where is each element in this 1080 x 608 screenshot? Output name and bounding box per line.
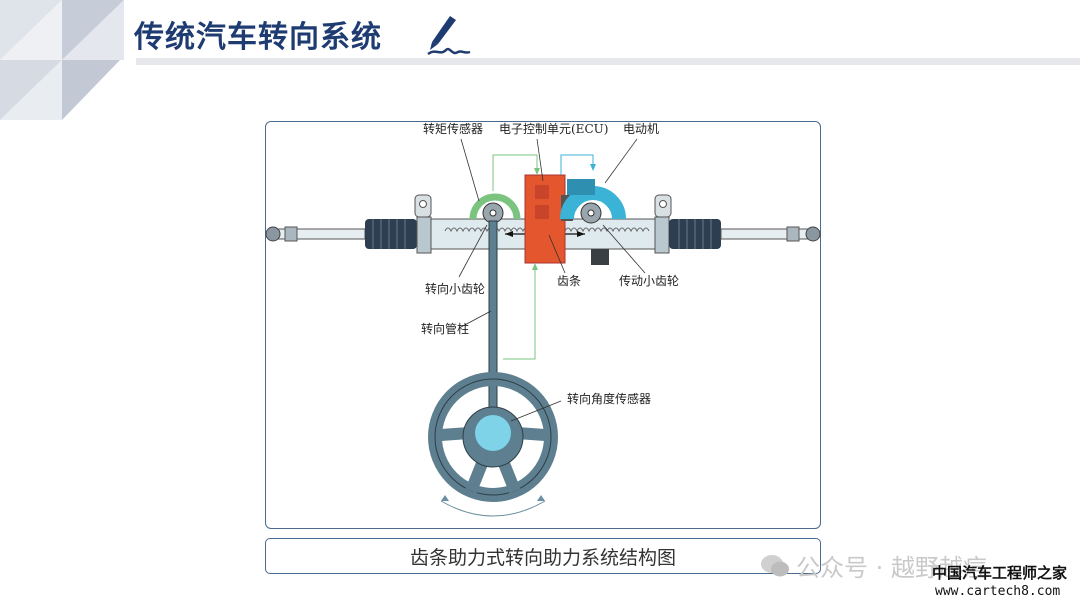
label-torque-sensor: 转矩传感器: [423, 121, 483, 136]
label-drive-pinion: 传动小齿轮: [619, 273, 679, 288]
site-url-watermark: www.cartech8.com: [935, 584, 1061, 599]
label-steering-pinion: 转向小齿轮: [425, 281, 485, 296]
title-divider: [136, 58, 1080, 65]
site-name-watermark: 中国汽车工程师之家: [932, 564, 1068, 582]
left-boot: [365, 219, 417, 249]
angle-sensor-hub: [475, 415, 511, 451]
label-motor: 电动机: [623, 122, 659, 136]
steering-column: [488, 220, 498, 422]
steering-wheel: [428, 372, 558, 502]
wechat-text: 公众号 · 越野越痘: [796, 554, 987, 582]
label-steering-column: 转向管柱: [421, 321, 469, 336]
right-boot: [669, 219, 721, 249]
drive-pinion-gear: [580, 202, 602, 224]
page-title: 传统汽车转向系统: [134, 20, 382, 55]
corner-decoration: [0, 0, 124, 120]
label-ecu: 电子控制单元(ECU): [499, 122, 608, 136]
diagram-caption: 齿条助力式转向助力系统结构图: [409, 546, 676, 569]
caption-box: 齿条助力式转向助力系统结构图: [265, 538, 821, 574]
wechat-icon: [761, 554, 789, 576]
wechat-watermark: 公众号 · 越野越痘: [760, 548, 987, 583]
label-rack: 齿条: [557, 274, 581, 288]
label-angle-sensor: 转向角度传感器: [567, 391, 651, 406]
torque-sensor-ring: [469, 193, 521, 220]
steering-pinion-gear: [482, 202, 504, 224]
steering-diagram: 转矩传感器 电子控制单元(ECU) 电动机 转向小齿轮 齿条 传动小齿轮 转向管…: [265, 121, 821, 517]
pen-icon: [427, 16, 471, 56]
